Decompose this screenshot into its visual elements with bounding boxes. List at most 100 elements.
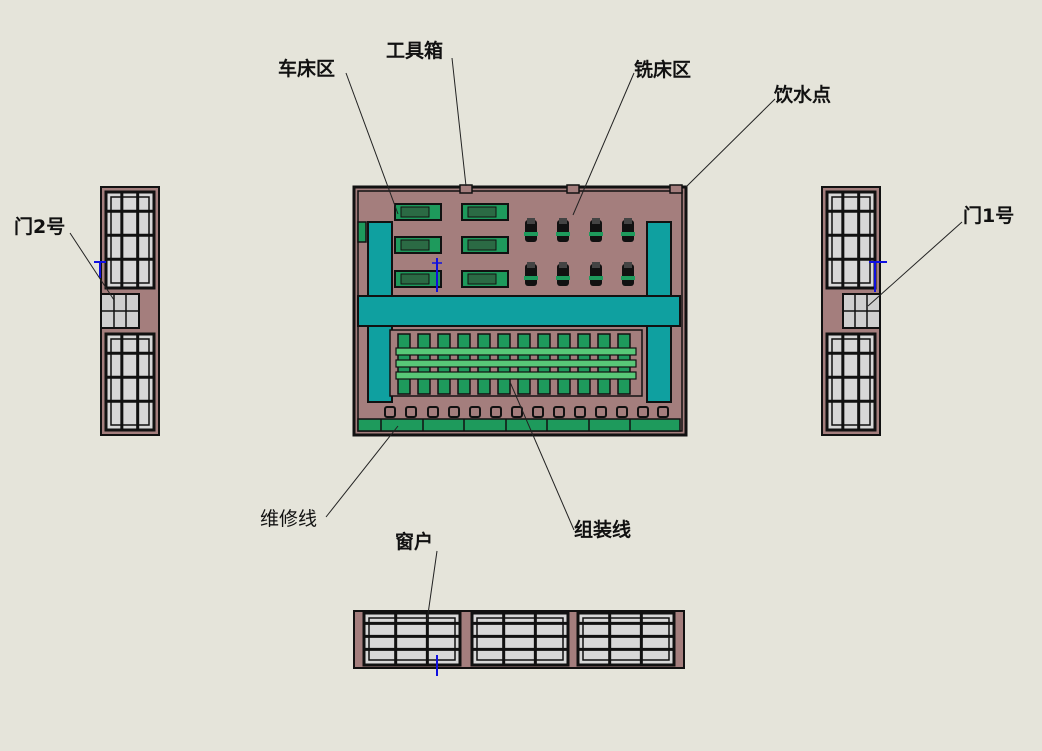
- tool-sockets: [384, 406, 669, 418]
- leader-door-1: [867, 221, 963, 307]
- window-pane-1: [362, 611, 462, 667]
- mill-table: [556, 276, 570, 280]
- tool-socket: [574, 406, 586, 418]
- door-2-upper-grid: [104, 190, 156, 290]
- tool-socket: [511, 406, 523, 418]
- door-1-panel: [821, 186, 887, 436]
- milling-machine: [556, 262, 570, 286]
- leader-repair-line: [325, 425, 399, 518]
- lathe-machine: [461, 236, 509, 254]
- window-pane-2: [470, 611, 570, 667]
- mill-table: [621, 232, 635, 236]
- lathe-bed: [467, 206, 497, 218]
- lathe-machines: [394, 203, 509, 292]
- mill-head: [559, 218, 567, 224]
- door-2-panel: [94, 186, 160, 436]
- leader-lines: [69, 57, 963, 622]
- tool-socket: [595, 406, 607, 418]
- door-1-upper-grid: [825, 190, 877, 290]
- mill-head: [559, 262, 567, 268]
- tool-socket: [657, 406, 669, 418]
- door-2-lower-grid: [104, 332, 156, 432]
- assembly-conveyor: [395, 371, 637, 380]
- leader-window: [426, 550, 438, 622]
- water-point-notch: [669, 184, 683, 194]
- label-window: 窗户: [395, 531, 434, 553]
- label-toolbox: 工具箱: [386, 40, 444, 62]
- mill-head: [592, 262, 600, 268]
- repair-line: [357, 418, 681, 432]
- tool-socket: [637, 406, 649, 418]
- lathe-bed: [400, 239, 430, 251]
- assembly-line: [389, 329, 643, 397]
- window-pane-3: [576, 611, 676, 667]
- label-door-1: 门1号: [963, 205, 1015, 227]
- tool-socket: [427, 406, 439, 418]
- lathe-machine: [394, 270, 442, 288]
- mill-head: [527, 262, 535, 268]
- lathe-bed: [467, 239, 497, 251]
- milling-machine: [621, 262, 635, 286]
- toolbox-notch-2: [566, 184, 580, 194]
- milling-machine: [589, 218, 603, 242]
- mill-head: [624, 262, 632, 268]
- milling-machine: [589, 262, 603, 286]
- leader-water-point: [685, 98, 776, 188]
- leader-toolbox: [451, 57, 467, 187]
- window-panel: [353, 610, 685, 676]
- milling-machines: [524, 218, 635, 286]
- leader-assembly-line: [509, 381, 575, 531]
- assembly-conveyor: [395, 347, 637, 356]
- mill-table: [556, 232, 570, 236]
- door-2-axis-marker: [94, 261, 106, 278]
- lathe-bed: [467, 273, 497, 285]
- door-1-axis-marker: [869, 261, 887, 292]
- tool-socket: [448, 406, 460, 418]
- milling-machine: [621, 218, 635, 242]
- tool-socket: [553, 406, 565, 418]
- label-door-2: 门2号: [14, 216, 66, 238]
- tool-socket: [405, 406, 417, 418]
- mill-head: [527, 218, 535, 224]
- label-lathe-area: 车床区: [278, 58, 336, 80]
- milling-machine: [556, 218, 570, 242]
- tool-socket: [490, 406, 502, 418]
- mill-column: [557, 220, 569, 242]
- lathe-machine: [461, 270, 509, 288]
- tool-socket: [384, 406, 396, 418]
- mill-table: [524, 276, 538, 280]
- mill-column: [622, 220, 634, 242]
- tool-socket: [532, 406, 544, 418]
- mill-table: [589, 276, 603, 280]
- lathe-machine: [394, 203, 442, 221]
- label-repair-line: 维修线: [260, 508, 318, 530]
- mill-column: [525, 220, 537, 242]
- lathe-machine: [461, 203, 509, 221]
- lathe-machine: [394, 236, 442, 254]
- milling-machine: [524, 262, 538, 286]
- door-1-lower-grid: [825, 332, 877, 432]
- main-aisle: [357, 221, 681, 403]
- mill-column: [590, 264, 602, 286]
- mill-head: [592, 218, 600, 224]
- mill-table: [621, 276, 635, 280]
- label-water-point: 饮水点: [774, 84, 832, 106]
- toolbox-notch: [459, 184, 473, 194]
- tool-socket: [469, 406, 481, 418]
- mill-table: [524, 232, 538, 236]
- lathe-bed: [400, 273, 430, 285]
- label-milling-area: 铣床区: [634, 59, 692, 81]
- leader-milling-area: [572, 72, 635, 216]
- mill-column: [525, 264, 537, 286]
- mill-column: [590, 220, 602, 242]
- mill-column: [622, 264, 634, 286]
- mill-column: [557, 264, 569, 286]
- mill-head: [624, 218, 632, 224]
- tool-socket: [616, 406, 628, 418]
- milling-machine: [524, 218, 538, 242]
- repair-strip: [357, 418, 681, 432]
- lathe-bed: [400, 206, 430, 218]
- assembly-conveyor: [395, 359, 637, 368]
- leader-door-2: [69, 232, 115, 301]
